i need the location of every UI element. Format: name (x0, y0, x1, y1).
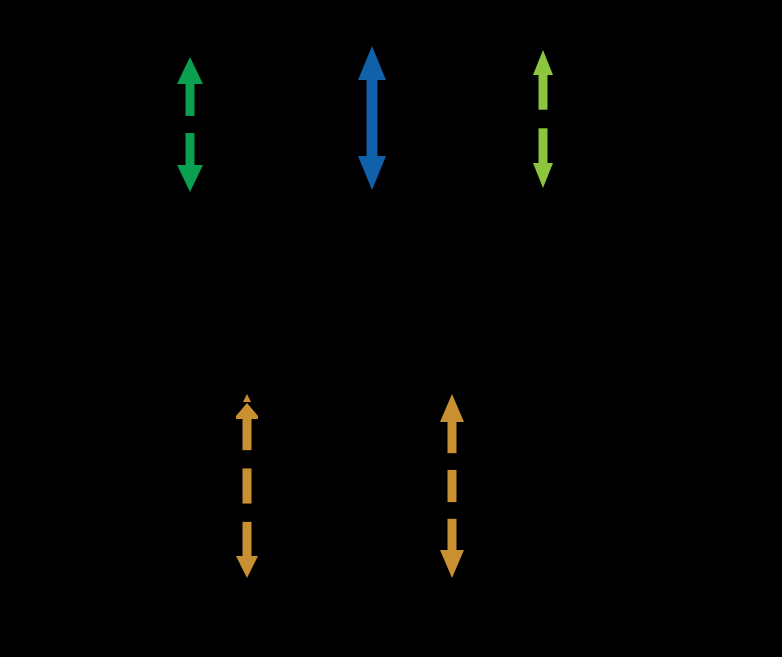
goldenrod-right-double-arrow (440, 394, 464, 578)
light-green-double-arrow-head-top (533, 50, 553, 75)
goldenrod-left-double-arrow-head-tip (243, 394, 251, 402)
goldenrod-left-double-arrow-head-top (236, 403, 258, 416)
dark-green-double-arrow-shaft-dash (185, 83, 195, 116)
light-green-double-arrow-head-bottom (533, 163, 553, 188)
goldenrod-right-double-arrow-head-top (440, 394, 464, 422)
light-green-double-arrow-shaft-dash (538, 128, 548, 164)
light-green-double-arrow (533, 50, 553, 188)
goldenrod-right-double-arrow-shaft-dash (447, 518, 457, 551)
goldenrod-left-double-arrow-shaft-dash (242, 415, 252, 451)
blue-double-arrow-shaft (366, 79, 378, 157)
dark-green-double-arrow (177, 57, 203, 192)
goldenrod-left-double-arrow-shaft-dash (242, 521, 252, 557)
blue-double-arrow (358, 46, 386, 190)
goldenrod-right-double-arrow-shaft-dash (447, 469, 457, 503)
goldenrod-right-double-arrow-shaft-dash (447, 421, 457, 454)
light-green-double-arrow-shaft-dash (538, 74, 548, 110)
goldenrod-left-double-arrow-shaft-dash (242, 468, 252, 504)
dark-green-double-arrow-head-top (177, 57, 203, 84)
goldenrod-left-double-arrow-head-bottom (236, 556, 258, 578)
goldenrod-right-double-arrow-head-bottom (440, 550, 464, 578)
blue-double-arrow-head-top (358, 46, 386, 80)
goldenrod-left-double-arrow (236, 394, 258, 578)
blue-double-arrow-head-bottom (358, 156, 386, 190)
dark-green-double-arrow-head-bottom (177, 165, 203, 192)
dark-green-double-arrow-shaft-dash (185, 133, 195, 166)
